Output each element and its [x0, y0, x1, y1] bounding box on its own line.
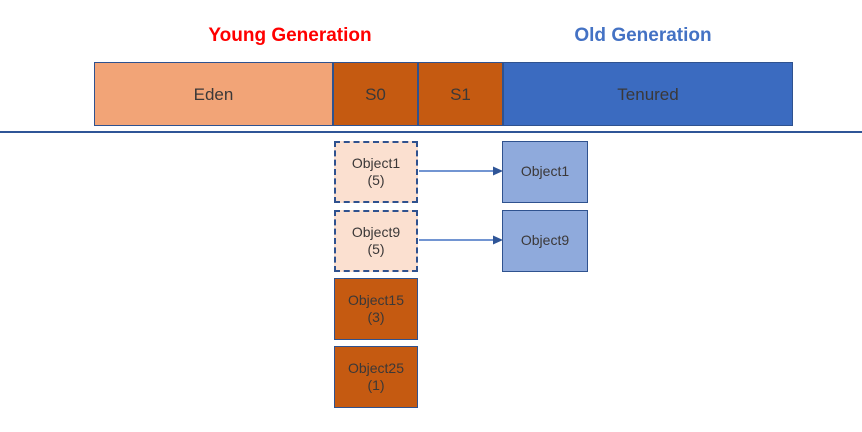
survivor-object-label: Object25	[347, 359, 405, 376]
promotion-arrow-icon	[419, 235, 503, 245]
survivor-object-box-object15: Object15 (3)	[334, 278, 418, 340]
tenured-object-label: Object1	[520, 163, 570, 180]
heap-segment-s1-label: S1	[450, 84, 471, 104]
heap-segment-eden: Eden	[94, 62, 333, 126]
survivor-object-label: Object1	[351, 154, 401, 171]
heap-segment-s1: S1	[418, 62, 503, 126]
survivor-object-age: (3)	[367, 309, 385, 325]
heap-segment-tenured: Tenured	[503, 62, 793, 126]
promotion-arrow-icon	[419, 166, 503, 176]
survivor-object-box-object25: Object25 (1)	[334, 346, 418, 408]
tenured-object-box-object1: Object1	[502, 141, 588, 203]
survivor-object-box-object9: Object9 (5)	[334, 210, 418, 272]
survivor-object-label: Object15	[347, 291, 405, 308]
survivor-object-age: (5)	[367, 241, 385, 257]
survivor-object-age: (5)	[367, 172, 385, 188]
heap-segment-eden-label: Eden	[193, 84, 234, 104]
tenured-object-label: Object9	[520, 232, 570, 249]
survivor-object-box-object1: Object1 (5)	[334, 141, 418, 203]
survivor-object-age: (1)	[367, 377, 385, 393]
section-divider	[0, 131, 862, 133]
old-generation-title: Old Generation	[574, 25, 712, 46]
tenured-object-box-object9: Object9	[502, 210, 588, 272]
young-generation-title: Young Generation	[208, 25, 372, 46]
heap-segment-s0: S0	[333, 62, 418, 126]
survivor-object-label: Object9	[351, 223, 401, 240]
heap-segment-s0-label: S0	[365, 84, 386, 104]
heap-segment-tenured-label: Tenured	[617, 84, 679, 104]
